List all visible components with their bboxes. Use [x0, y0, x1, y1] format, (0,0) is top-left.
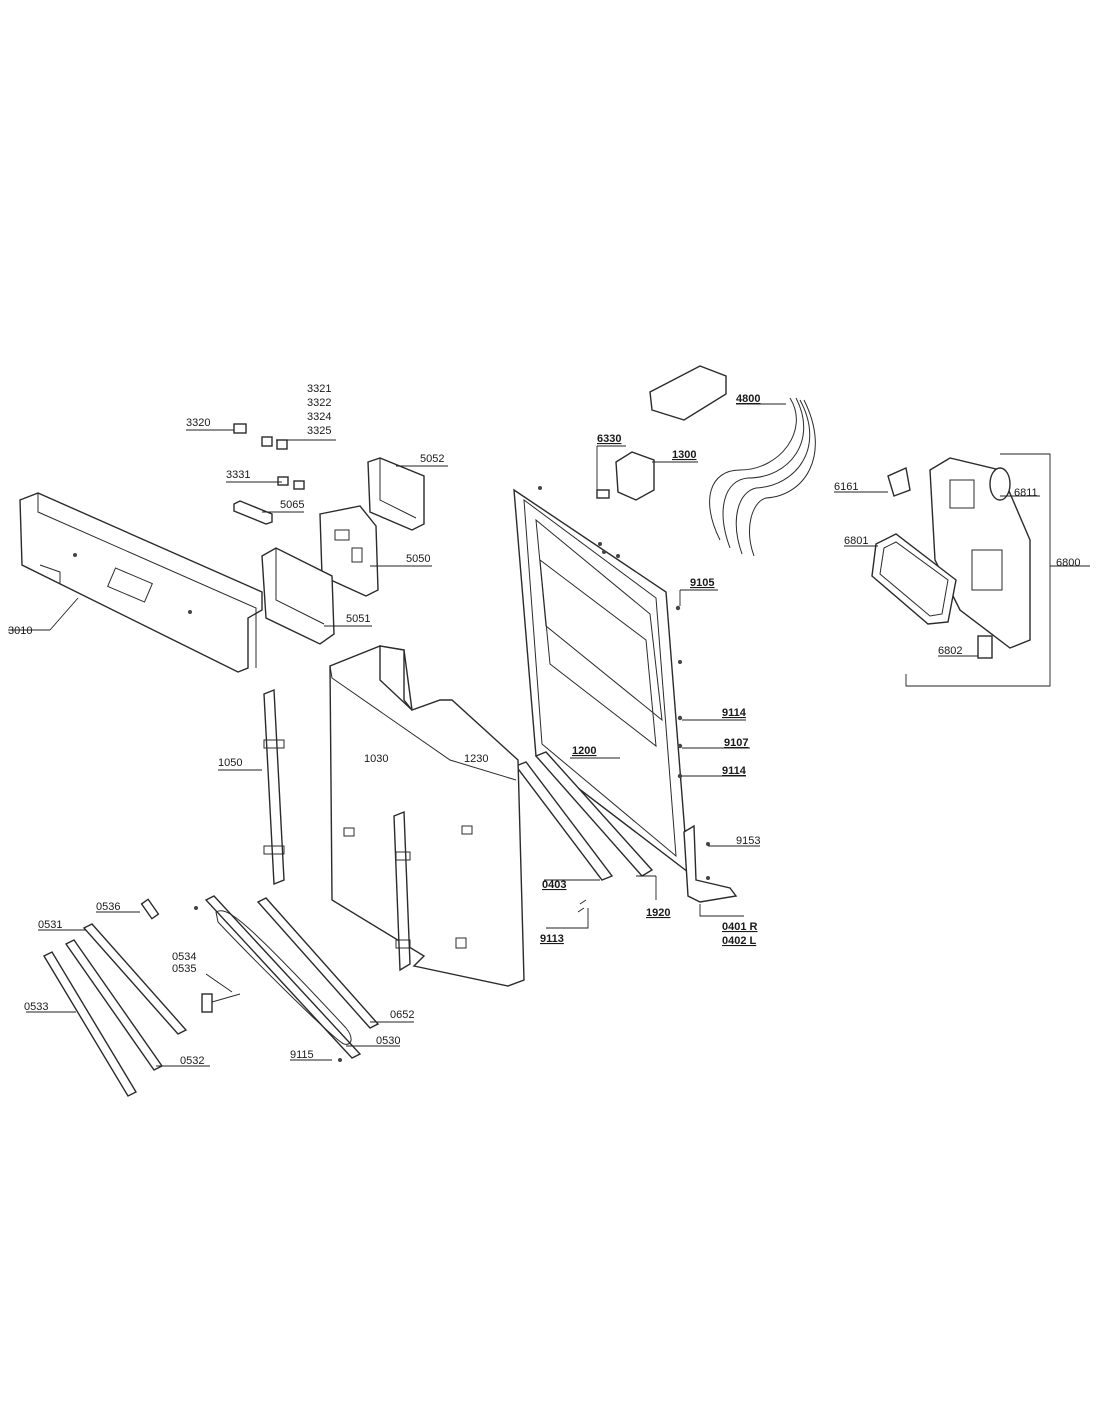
outer-door-group: 1030 1230 — [329, 645, 525, 987]
label-3331: 3331 — [226, 469, 250, 481]
control-panel-3010: 3010 — [8, 492, 263, 673]
label-3321: 3321 — [307, 383, 331, 395]
label-0403: 0403 — [542, 879, 566, 891]
rail-1050: 1050 — [218, 688, 285, 886]
label-0532: 0532 — [180, 1055, 204, 1067]
label-0534: 0534 — [172, 951, 196, 963]
label-3320: 3320 — [186, 417, 210, 429]
label-9115: 9115 — [290, 1049, 314, 1061]
label-0401: 0401 R — [722, 921, 758, 933]
label-0530: 0530 — [376, 1035, 400, 1047]
label-6800: 6800 — [1056, 557, 1080, 569]
label-4800: 4800 — [736, 393, 760, 405]
label-1300: 1300 — [672, 449, 696, 461]
label-3010: 3010 — [8, 625, 32, 637]
hinge-group: 9153 0401 R 0402 L — [683, 824, 760, 947]
label-0533: 0533 — [24, 1001, 48, 1013]
label-3322: 3322 — [307, 397, 331, 409]
label-9153: 9153 — [736, 835, 760, 847]
label-1200: 1200 — [572, 745, 596, 757]
label-0652: 0652 — [390, 1009, 414, 1021]
label-3324: 3324 — [307, 411, 331, 423]
label-6801: 6801 — [844, 535, 868, 547]
inner-door-1200: 1200 9105 9114 9107 9114 — [513, 486, 750, 874]
label-0535: 0535 — [172, 963, 196, 975]
label-1050: 1050 — [218, 757, 242, 769]
label-9114-bottom: 9114 — [722, 765, 747, 777]
label-9114-top: 9114 — [722, 707, 747, 719]
kickplate-group: 0536 0531 0532 0533 0534 0535 — [24, 898, 241, 1097]
label-0536: 0536 — [96, 901, 120, 913]
label-6802: 6802 — [938, 645, 962, 657]
electronics-group: 5052 5050 5051 — [261, 453, 448, 645]
strips-group: 0403 1920 9113 — [514, 751, 670, 945]
label-9107: 9107 — [724, 737, 748, 749]
label-1920: 1920 — [646, 907, 670, 919]
label-5051: 5051 — [346, 613, 370, 625]
label-9113: 9113 — [540, 933, 564, 945]
bottom-trim-group: 9115 0530 0652 — [194, 895, 414, 1062]
label-5052: 5052 — [420, 453, 444, 465]
label-1030: 1030 — [364, 753, 388, 765]
label-6330: 6330 — [597, 433, 621, 445]
label-6161: 6161 — [834, 481, 858, 493]
label-1230: 1230 — [464, 753, 488, 765]
label-6811: 6811 — [1014, 487, 1038, 499]
buttons-group: 3320 3321 3322 3324 3325 3331 5065 — [186, 383, 336, 525]
label-0531: 0531 — [38, 919, 62, 931]
dispenser-group: 6800 6161 6811 6801 6802 — [834, 453, 1090, 687]
label-5065: 5065 — [280, 499, 304, 511]
label-3325: 3325 — [307, 425, 331, 437]
label-0402: 0402 L — [722, 935, 757, 947]
label-5050: 5050 — [406, 553, 430, 565]
label-9105: 9105 — [690, 577, 714, 589]
switch-and-wiring-group: 6330 1300 4800 — [596, 365, 816, 557]
